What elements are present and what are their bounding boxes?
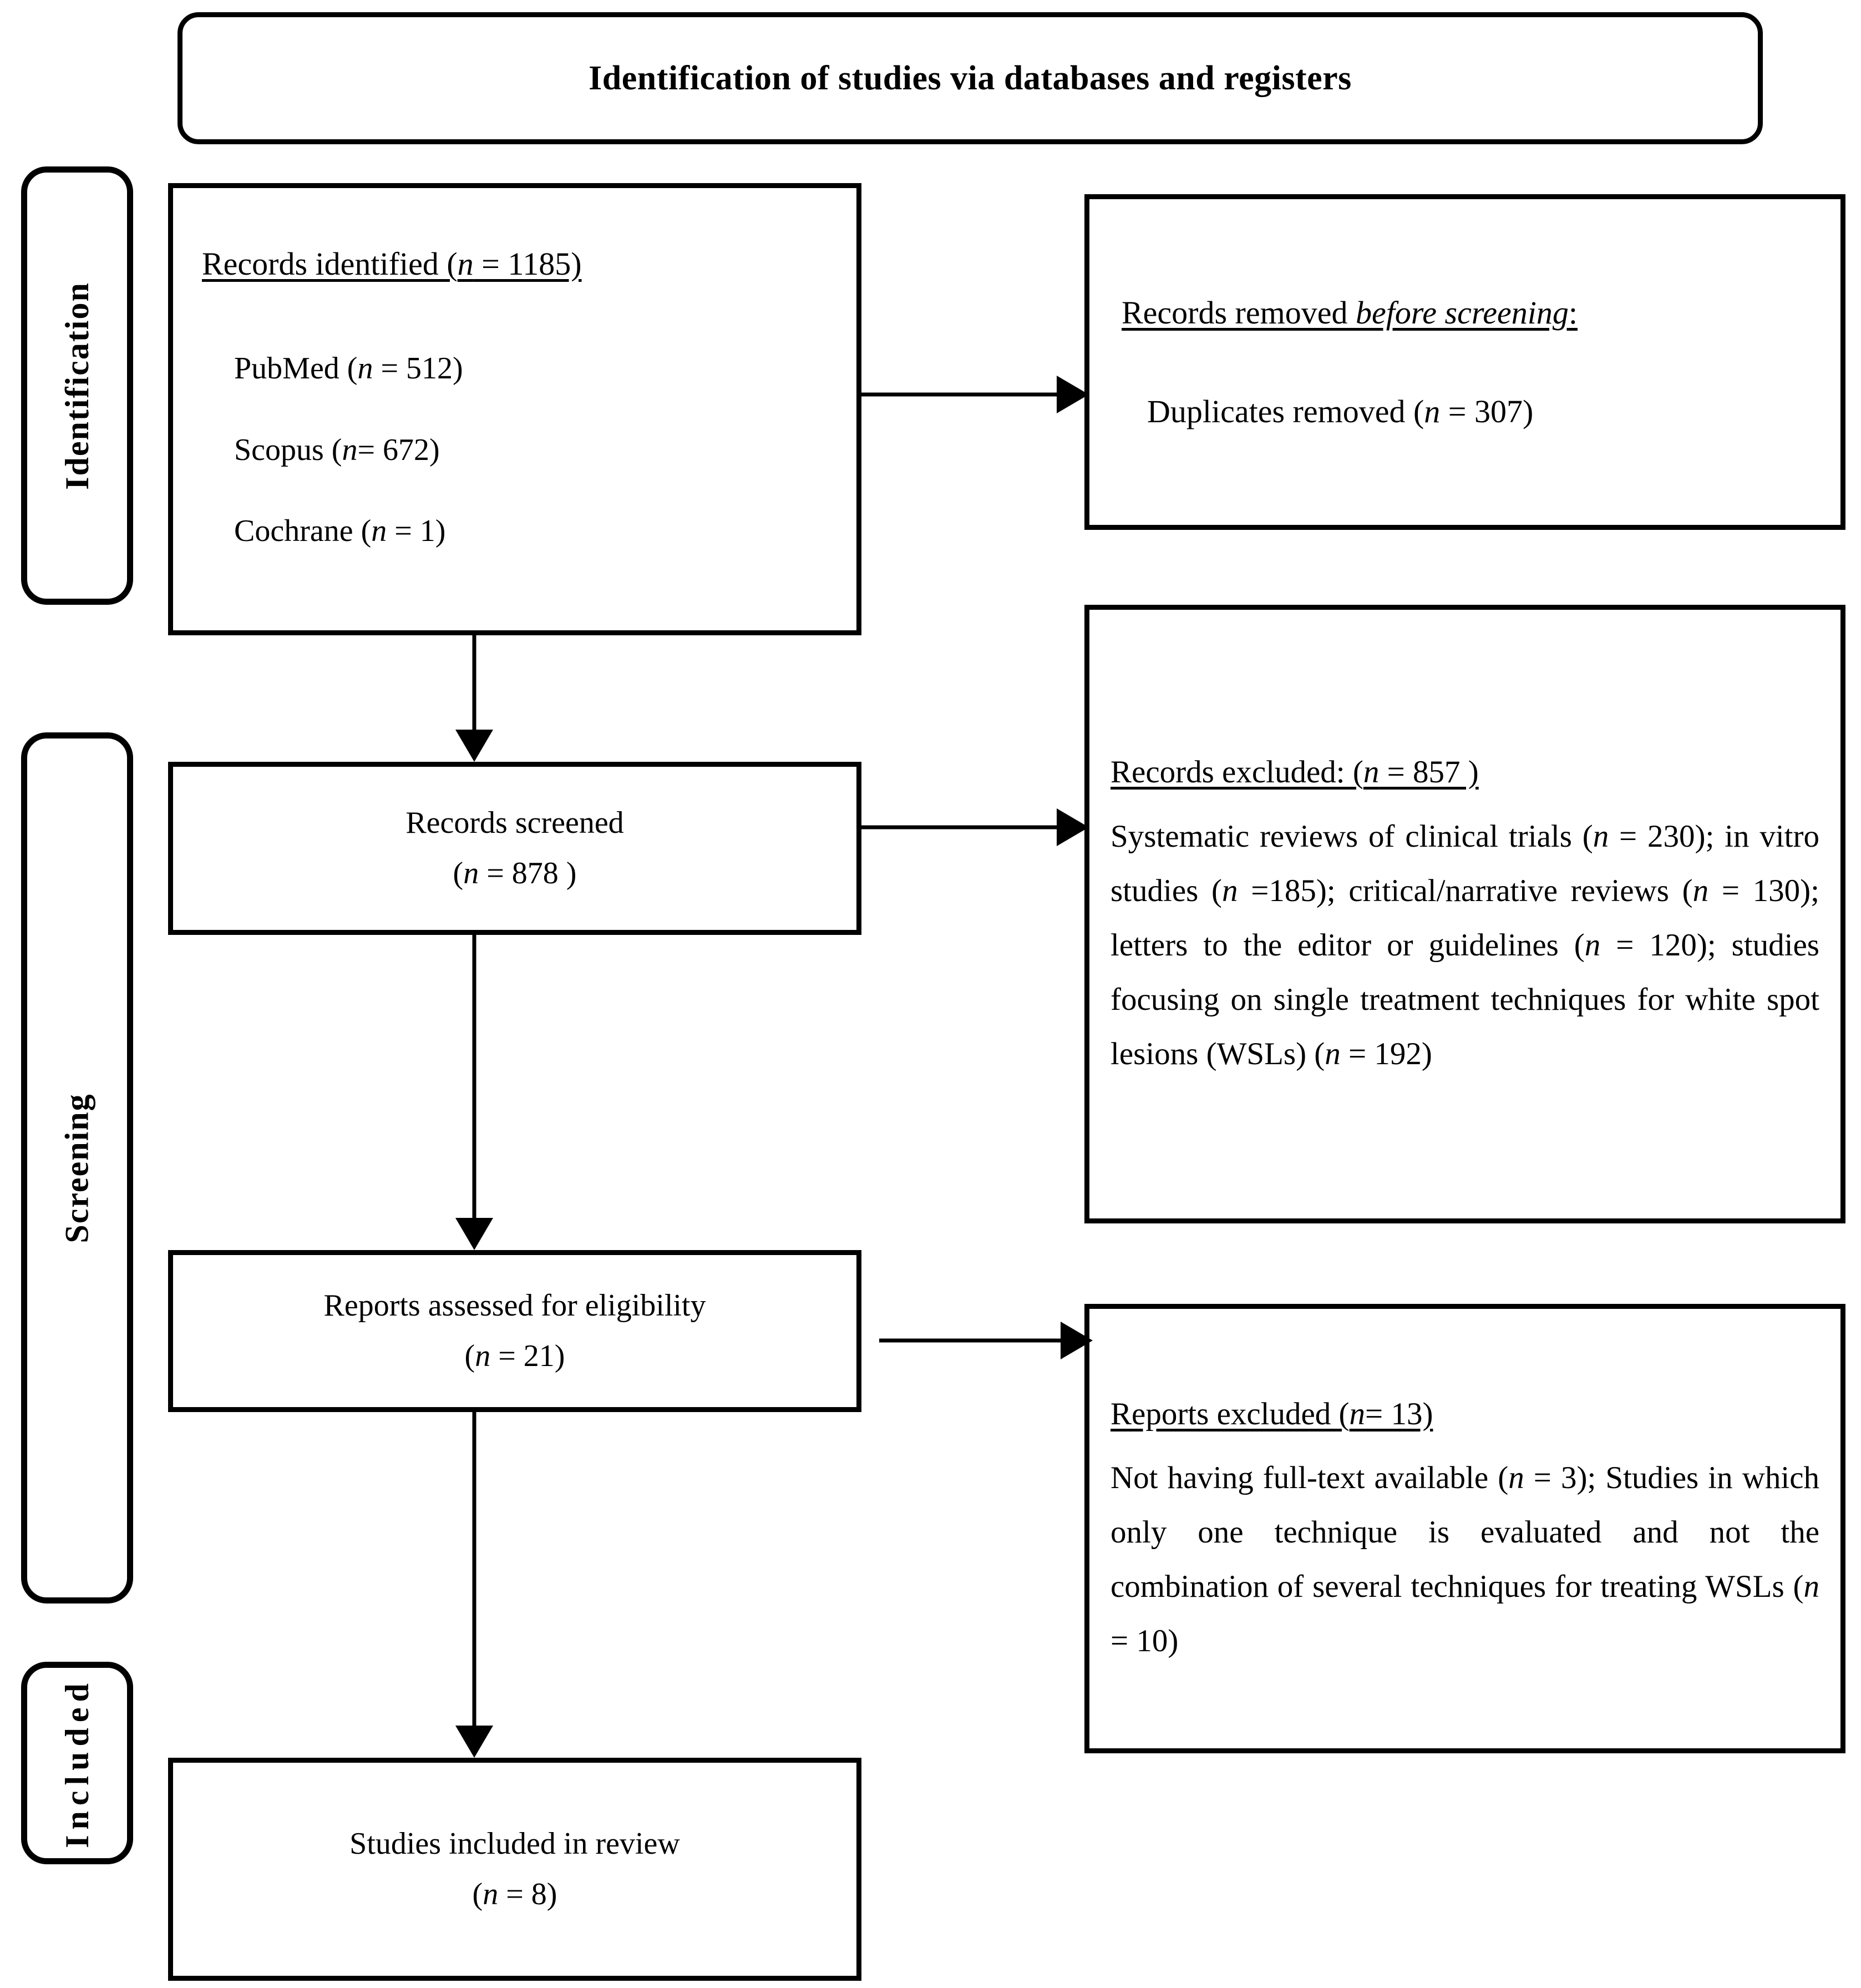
- stage-label-screening-text: Screening: [58, 1092, 95, 1243]
- studies-included-label: Studies included in review: [349, 1827, 680, 1861]
- records-identified-heading: Records identified (n = 1185): [202, 238, 828, 290]
- records-removed-heading: Records removed before screening:: [1122, 287, 1808, 339]
- arrow-shaft: [472, 635, 476, 730]
- arrow-assessed-to-included: [455, 1412, 494, 1758]
- arrow-head-icon: [455, 730, 493, 762]
- source-cochrane: Cochrane (n = 1): [234, 514, 446, 549]
- diagram-title: Identification of studies via databases …: [589, 59, 1352, 97]
- stage-label-screening: Screening: [21, 732, 133, 1603]
- box-reports-excluded: Reports excluded (n= 13) Not having full…: [1084, 1304, 1845, 1753]
- records-screened-count: (n = 878 ): [453, 856, 577, 891]
- arrow-screened-to-records-excluded: [861, 808, 1089, 847]
- records-screened-label: Records screened: [405, 806, 624, 841]
- records-identified-heading-underlined: Records identified (n = 1185): [202, 246, 582, 282]
- arrow-head-icon: [1057, 808, 1089, 846]
- records-identified-source-list: PubMed (n = 512) Scopus (n= 672) Cochran…: [202, 343, 828, 557]
- records-removed-duplicates: Duplicates removed (n = 307): [1147, 393, 1534, 429]
- source-pubmed: PubMed (n = 512): [234, 351, 463, 386]
- reports-excluded-reasons: Not having full-text available (n = 3); …: [1110, 1460, 1819, 1659]
- arrow-shaft: [861, 392, 1057, 397]
- arrow-head-icon: [1061, 1322, 1093, 1359]
- arrow-head-icon: [1057, 376, 1089, 413]
- records-excluded-heading-underlined: Records excluded: (n = 857 ): [1110, 755, 1479, 790]
- stage-label-identification-text: Identification: [58, 281, 95, 490]
- box-studies-included: Studies included in review (n = 8): [168, 1758, 861, 1981]
- stage-label-included: Included: [21, 1662, 133, 1864]
- box-records-removed: Records removed before screening: Duplic…: [1084, 194, 1845, 530]
- diagram-title-box: Identification of studies via databases …: [178, 12, 1763, 144]
- source-scopus: Scopus (n= 672): [234, 432, 440, 467]
- box-records-excluded-content: Records excluded: (n = 857 ) Systematic …: [1089, 610, 1840, 1218]
- box-reports-assessed: Reports assessed for eligibility (n = 21…: [168, 1250, 861, 1412]
- arrow-head-icon: [455, 1726, 493, 1758]
- box-records-identified: Records identified (n = 1185) PubMed (n …: [168, 183, 861, 635]
- arrow-identified-to-removed: [861, 375, 1089, 414]
- records-excluded-heading: Records excluded: (n = 857 ): [1110, 747, 1819, 798]
- arrow-shaft: [472, 935, 476, 1218]
- box-reports-excluded-content: Reports excluded (n= 13) Not having full…: [1089, 1309, 1840, 1748]
- records-removed-heading-underlined: Records removed before screening:: [1122, 294, 1578, 331]
- box-records-screened: Records screened (n = 878 ): [168, 762, 861, 935]
- arrow-shaft: [861, 825, 1057, 829]
- records-excluded-reasons: Systematic reviews of clinical trials (n…: [1110, 818, 1820, 1071]
- stage-label-included-text: Included: [58, 1678, 95, 1848]
- box-records-identified-content: Records identified (n = 1185) PubMed (n …: [173, 238, 856, 557]
- arrow-shaft: [472, 1412, 476, 1726]
- arrow-identified-to-screened: [455, 635, 494, 762]
- arrow-head-icon: [455, 1218, 493, 1250]
- box-records-excluded: Records excluded: (n = 857 ) Systematic …: [1084, 605, 1845, 1223]
- arrow-screened-to-assessed: [455, 935, 494, 1250]
- box-studies-included-content: Studies included in review (n = 8): [173, 1763, 856, 1976]
- reports-excluded-heading: Reports excluded (n= 13): [1110, 1389, 1819, 1440]
- reports-assessed-count: (n = 21): [464, 1339, 565, 1373]
- arrow-shaft: [879, 1338, 1061, 1343]
- reports-excluded-heading-underlined: Reports excluded (n= 13): [1110, 1396, 1433, 1431]
- reports-assessed-label: Reports assessed for eligibility: [323, 1288, 706, 1323]
- box-records-removed-content: Records removed before screening: Duplic…: [1089, 199, 1840, 525]
- stage-label-identification: Identification: [21, 166, 133, 605]
- box-reports-assessed-content: Reports assessed for eligibility (n = 21…: [173, 1255, 856, 1407]
- arrow-assessed-to-reports-excluded: [879, 1321, 1093, 1360]
- box-records-screened-content: Records screened (n = 878 ): [173, 767, 856, 930]
- studies-included-count: (n = 8): [472, 1877, 557, 1911]
